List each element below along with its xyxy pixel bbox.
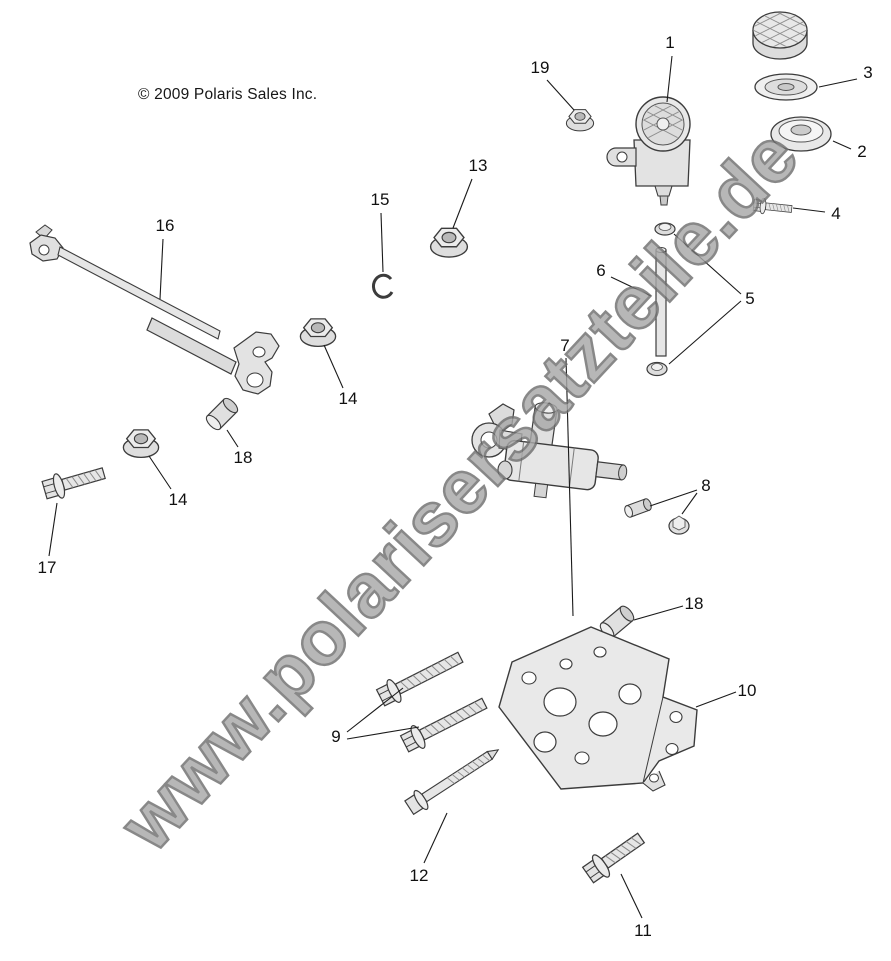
spacer-18a-part [205, 397, 239, 431]
callout-18a: 18 [233, 448, 253, 467]
flange-bolts-9-part [374, 645, 491, 756]
callout-11: 11 [634, 921, 652, 940]
fitting-parts [624, 498, 690, 535]
callout-13: 13 [468, 156, 488, 175]
callout-10: 10 [737, 681, 757, 700]
callout-4: 4 [831, 204, 841, 223]
callout-16: 16 [155, 216, 175, 235]
callout-19: 19 [530, 58, 550, 77]
reservoir-cup-part [770, 116, 832, 152]
callout-7: 7 [560, 336, 570, 355]
mounting-bracket-part [498, 626, 698, 792]
callout-18b: 18 [684, 594, 704, 613]
master-cylinder-part [471, 402, 628, 499]
brake-rod-part [29, 224, 280, 395]
spacer-18b-part [599, 605, 635, 639]
master-cylinder-reservoir-part [606, 96, 691, 206]
copyright-notice: © 2009 Polaris Sales Inc. [138, 86, 318, 103]
reservoir-diaphragm-part [754, 73, 818, 101]
pointed-bolt-12-part [402, 740, 505, 818]
flange-nut-14a-part [299, 318, 337, 348]
flange-bolt-11-part [579, 826, 650, 887]
callout-1: 1 [665, 33, 675, 52]
flange-nut-14b-part [122, 429, 160, 459]
callout-9: 9 [331, 727, 341, 746]
retaining-clip-part [372, 273, 394, 299]
callout-17: 17 [37, 558, 57, 577]
callout-15: 15 [370, 190, 390, 209]
callout-6: 6 [596, 261, 606, 280]
leader-lines [48, 55, 858, 919]
callout-8: 8 [701, 476, 711, 495]
callout-12: 12 [409, 866, 429, 885]
pin-and-clips-part [646, 222, 676, 377]
callout-14a: 14 [338, 389, 358, 408]
callout-14b: 14 [168, 490, 188, 509]
reservoir-screw-part [752, 196, 793, 218]
callout-3: 3 [863, 63, 873, 82]
reservoir-cap-part [752, 11, 808, 60]
flange-nut-13-part [429, 227, 469, 258]
small-nut-part [565, 109, 595, 132]
callout-2: 2 [857, 142, 867, 161]
callout-5: 5 [745, 289, 755, 308]
flange-bolt-17-part [40, 460, 108, 503]
